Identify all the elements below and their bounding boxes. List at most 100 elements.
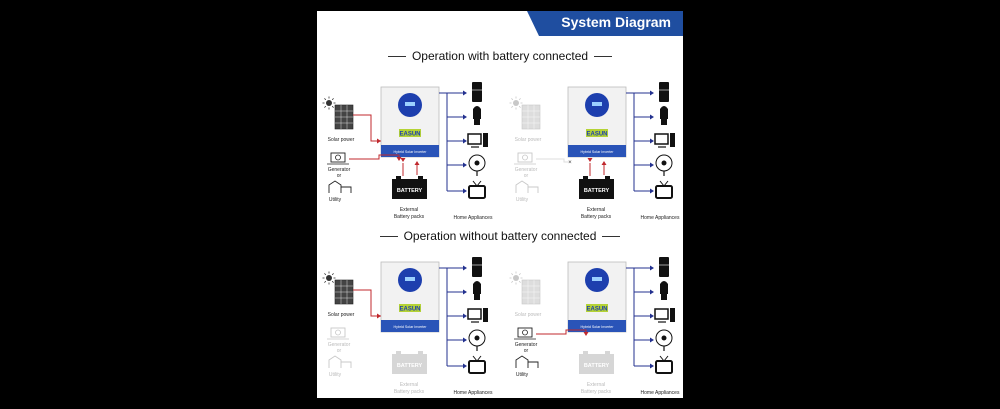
generator-or-label: or — [524, 173, 529, 179]
battery-packs-label: Battery packs — [394, 214, 425, 220]
inverter-brand-plate — [586, 129, 608, 137]
sun-ray — [324, 280, 327, 283]
fan-hub — [474, 160, 480, 166]
generator-or-label: or — [337, 173, 342, 179]
generator-label: Generator — [328, 167, 351, 173]
load-arrow — [650, 337, 654, 343]
battery-terminal — [396, 176, 401, 179]
sun-ray — [511, 98, 514, 101]
inverter-front-band — [568, 320, 626, 332]
load-arrow — [463, 162, 467, 168]
battery-text: BATTERY — [584, 188, 610, 194]
inverter-display-screen — [592, 102, 602, 106]
inverter-brand-text: EASUN — [399, 307, 420, 313]
header-title: System Diagram — [561, 14, 671, 30]
home-appliances: Home Appliances — [454, 82, 493, 221]
battery-packs-label: Battery packs — [581, 214, 612, 220]
generator-icon — [517, 327, 533, 338]
battery-text: BATTERY — [397, 188, 423, 194]
battery-terminal — [605, 176, 610, 179]
load-arrow — [463, 138, 467, 144]
tv-antenna — [476, 355, 482, 362]
grid-power-line — [536, 329, 587, 335]
sun-ray — [324, 273, 327, 276]
computer-monitor-icon — [654, 308, 669, 320]
load-lines — [439, 265, 467, 369]
power-lines — [353, 289, 381, 319]
power-lines — [349, 114, 420, 176]
bulb-icon — [660, 106, 668, 119]
sun-ray — [518, 98, 521, 101]
load-arrow — [463, 114, 467, 120]
battery-terminal — [418, 176, 423, 179]
utility-icon — [328, 355, 352, 368]
inverter-name-text: Hybrid Solar Inverter — [394, 325, 428, 329]
sun-ray — [518, 105, 521, 108]
load-lines — [626, 90, 654, 194]
utility-icon — [328, 180, 352, 193]
sun-ray — [324, 98, 327, 101]
utility-label: Utility — [329, 372, 342, 378]
sun-ray — [511, 280, 514, 283]
home-appliances: Home Appliances — [454, 257, 493, 396]
generator-icon — [330, 327, 346, 338]
load-arrow — [650, 289, 654, 295]
generator-or-label: or — [524, 348, 529, 354]
inverter-front-band — [381, 320, 439, 332]
tv-icon — [655, 185, 673, 199]
battery-charge-arrow — [587, 158, 593, 162]
load-arrow — [463, 188, 467, 194]
battery-label: External — [400, 207, 418, 213]
generator-label: Generator — [515, 342, 538, 348]
sun-ray — [518, 280, 521, 283]
grid-line-disconnected — [536, 158, 570, 163]
battery-charge-arrow — [400, 158, 406, 162]
title-dash-left — [379, 236, 398, 238]
tv-antenna — [476, 180, 482, 187]
solar-power-line — [353, 289, 381, 317]
load-arrow — [463, 313, 467, 319]
sun-icon — [326, 100, 332, 106]
solar-arrow — [377, 138, 381, 144]
tv-antenna — [663, 355, 669, 362]
header-banner — [527, 11, 683, 36]
battery-packs-label: Battery packs — [581, 389, 612, 395]
inverter-brand-text: EASUN — [586, 132, 607, 138]
system-diagram-panel: System Diagram Operation with battery co… — [317, 11, 683, 398]
generator-rotor — [522, 329, 528, 336]
utility-label: Utility — [516, 197, 529, 203]
grid-power-line — [349, 154, 400, 160]
inverter-brand-plate — [586, 304, 608, 312]
bulb-icon — [660, 281, 668, 294]
grid-cut-mark: × — [568, 160, 572, 166]
sun-icon — [326, 275, 332, 281]
generator-label: Generator — [515, 167, 538, 173]
inverter-unit: EASUN Hybrid Solar Inverter — [380, 261, 440, 333]
generator-rotor — [335, 154, 341, 161]
inverter-brand-plate — [399, 129, 421, 137]
battery-icon — [579, 179, 614, 199]
load-arrow — [650, 363, 654, 369]
solar-panel: Solar power — [322, 271, 355, 318]
bulb-base — [661, 294, 667, 300]
fan-hub — [661, 335, 667, 341]
fridge-icon — [472, 257, 482, 277]
battery-discharge-arrow — [601, 161, 607, 165]
title-dash-right — [602, 236, 621, 238]
generator-or-label: or — [337, 348, 342, 354]
home-appliances-label: Home Appliances — [641, 390, 680, 396]
load-arrow — [463, 337, 467, 343]
computer-tower-icon — [483, 133, 488, 147]
fan-hub — [474, 335, 480, 341]
solar-power-label: Solar power — [328, 137, 355, 143]
sun-icon — [513, 275, 519, 281]
inverter-brand-text: EASUN — [586, 307, 607, 313]
computer-tower-icon — [670, 308, 675, 322]
utility-label: Utility — [516, 372, 529, 378]
computer-monitor-icon — [467, 308, 482, 320]
